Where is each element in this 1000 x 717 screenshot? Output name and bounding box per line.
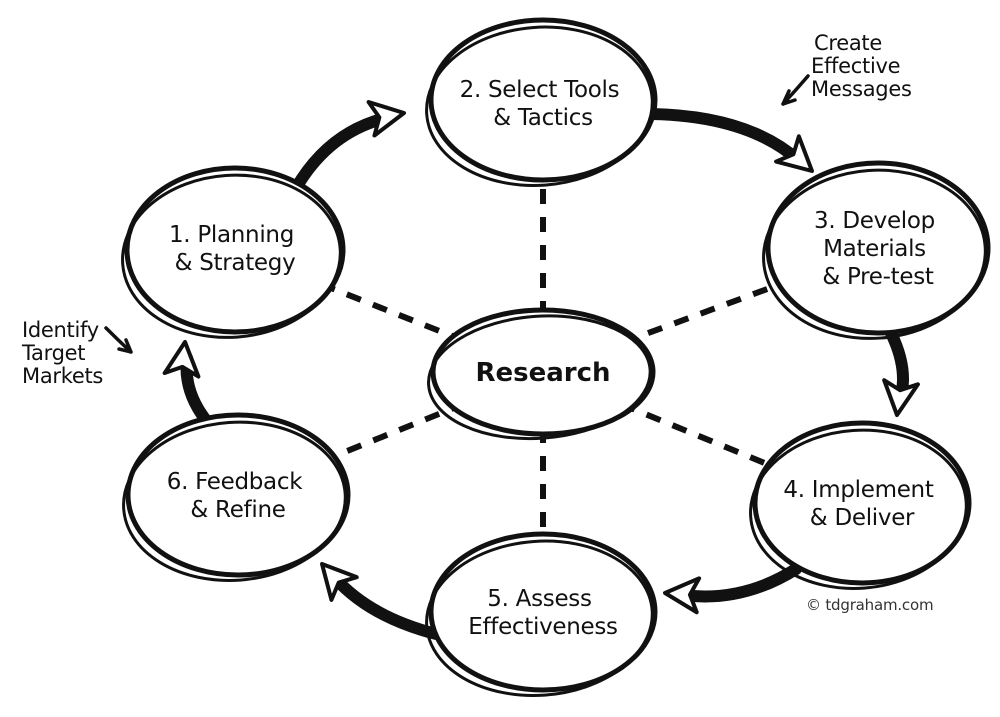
node-4-implement-deliver: [749, 420, 972, 590]
arrow-4-to-5: [676, 563, 802, 603]
arrowhead-6-to-1: [162, 340, 201, 379]
node-3-label: 3. Develop Materials & Pre-test: [814, 208, 942, 290]
arrowhead-2-to-3: [774, 134, 814, 173]
arrowhead-4-to-5: [663, 576, 702, 615]
research-label: Research: [475, 358, 610, 388]
node-2-label: 2. Select Tools & Tactics: [460, 77, 627, 131]
node-6-label: 6. Feedback & Refine: [167, 469, 310, 523]
node-5-assess-effectiveness: [425, 531, 658, 697]
pointer-arrow-icon: [104, 326, 133, 354]
arrow-5-to-6: [329, 572, 442, 640]
annotation-identify-label: Identify Target Markets: [21, 318, 105, 388]
arrowhead-5-to-6: [320, 562, 359, 602]
node-1-planning-strategy: [121, 165, 346, 339]
node-4-label: 4. Implement & Deliver: [783, 477, 940, 531]
copyright-text: © tdgraham.com: [806, 596, 933, 614]
node-center-research: [427, 307, 656, 441]
arrow-2-to-3: [646, 108, 804, 166]
node-3-develop-materials-pretest: [762, 160, 991, 340]
node-1-label: 1. Planning & Strategy: [169, 222, 301, 276]
node-5-label: 5. Assess Effectiveness: [468, 586, 618, 640]
node-labels: 1. Planning & Strategy 2. Select Tools &…: [167, 77, 942, 640]
pointer-arrow-icon: [781, 74, 810, 106]
cycle-arrowheads: [162, 99, 920, 615]
node-6-feedback-refine: [122, 412, 351, 582]
cycle-nodes: [121, 17, 991, 697]
annotation-create-label: Create Effective Messages: [811, 31, 912, 101]
node-2-select-tools-tactics: [425, 17, 658, 187]
arrowhead-1-to-2: [366, 99, 406, 138]
annotation-identify-target-markets: Identify Target Markets: [21, 318, 133, 388]
arrowhead-3-to-4: [882, 378, 920, 417]
annotation-create-effective-messages: Create Effective Messages: [781, 31, 912, 106]
